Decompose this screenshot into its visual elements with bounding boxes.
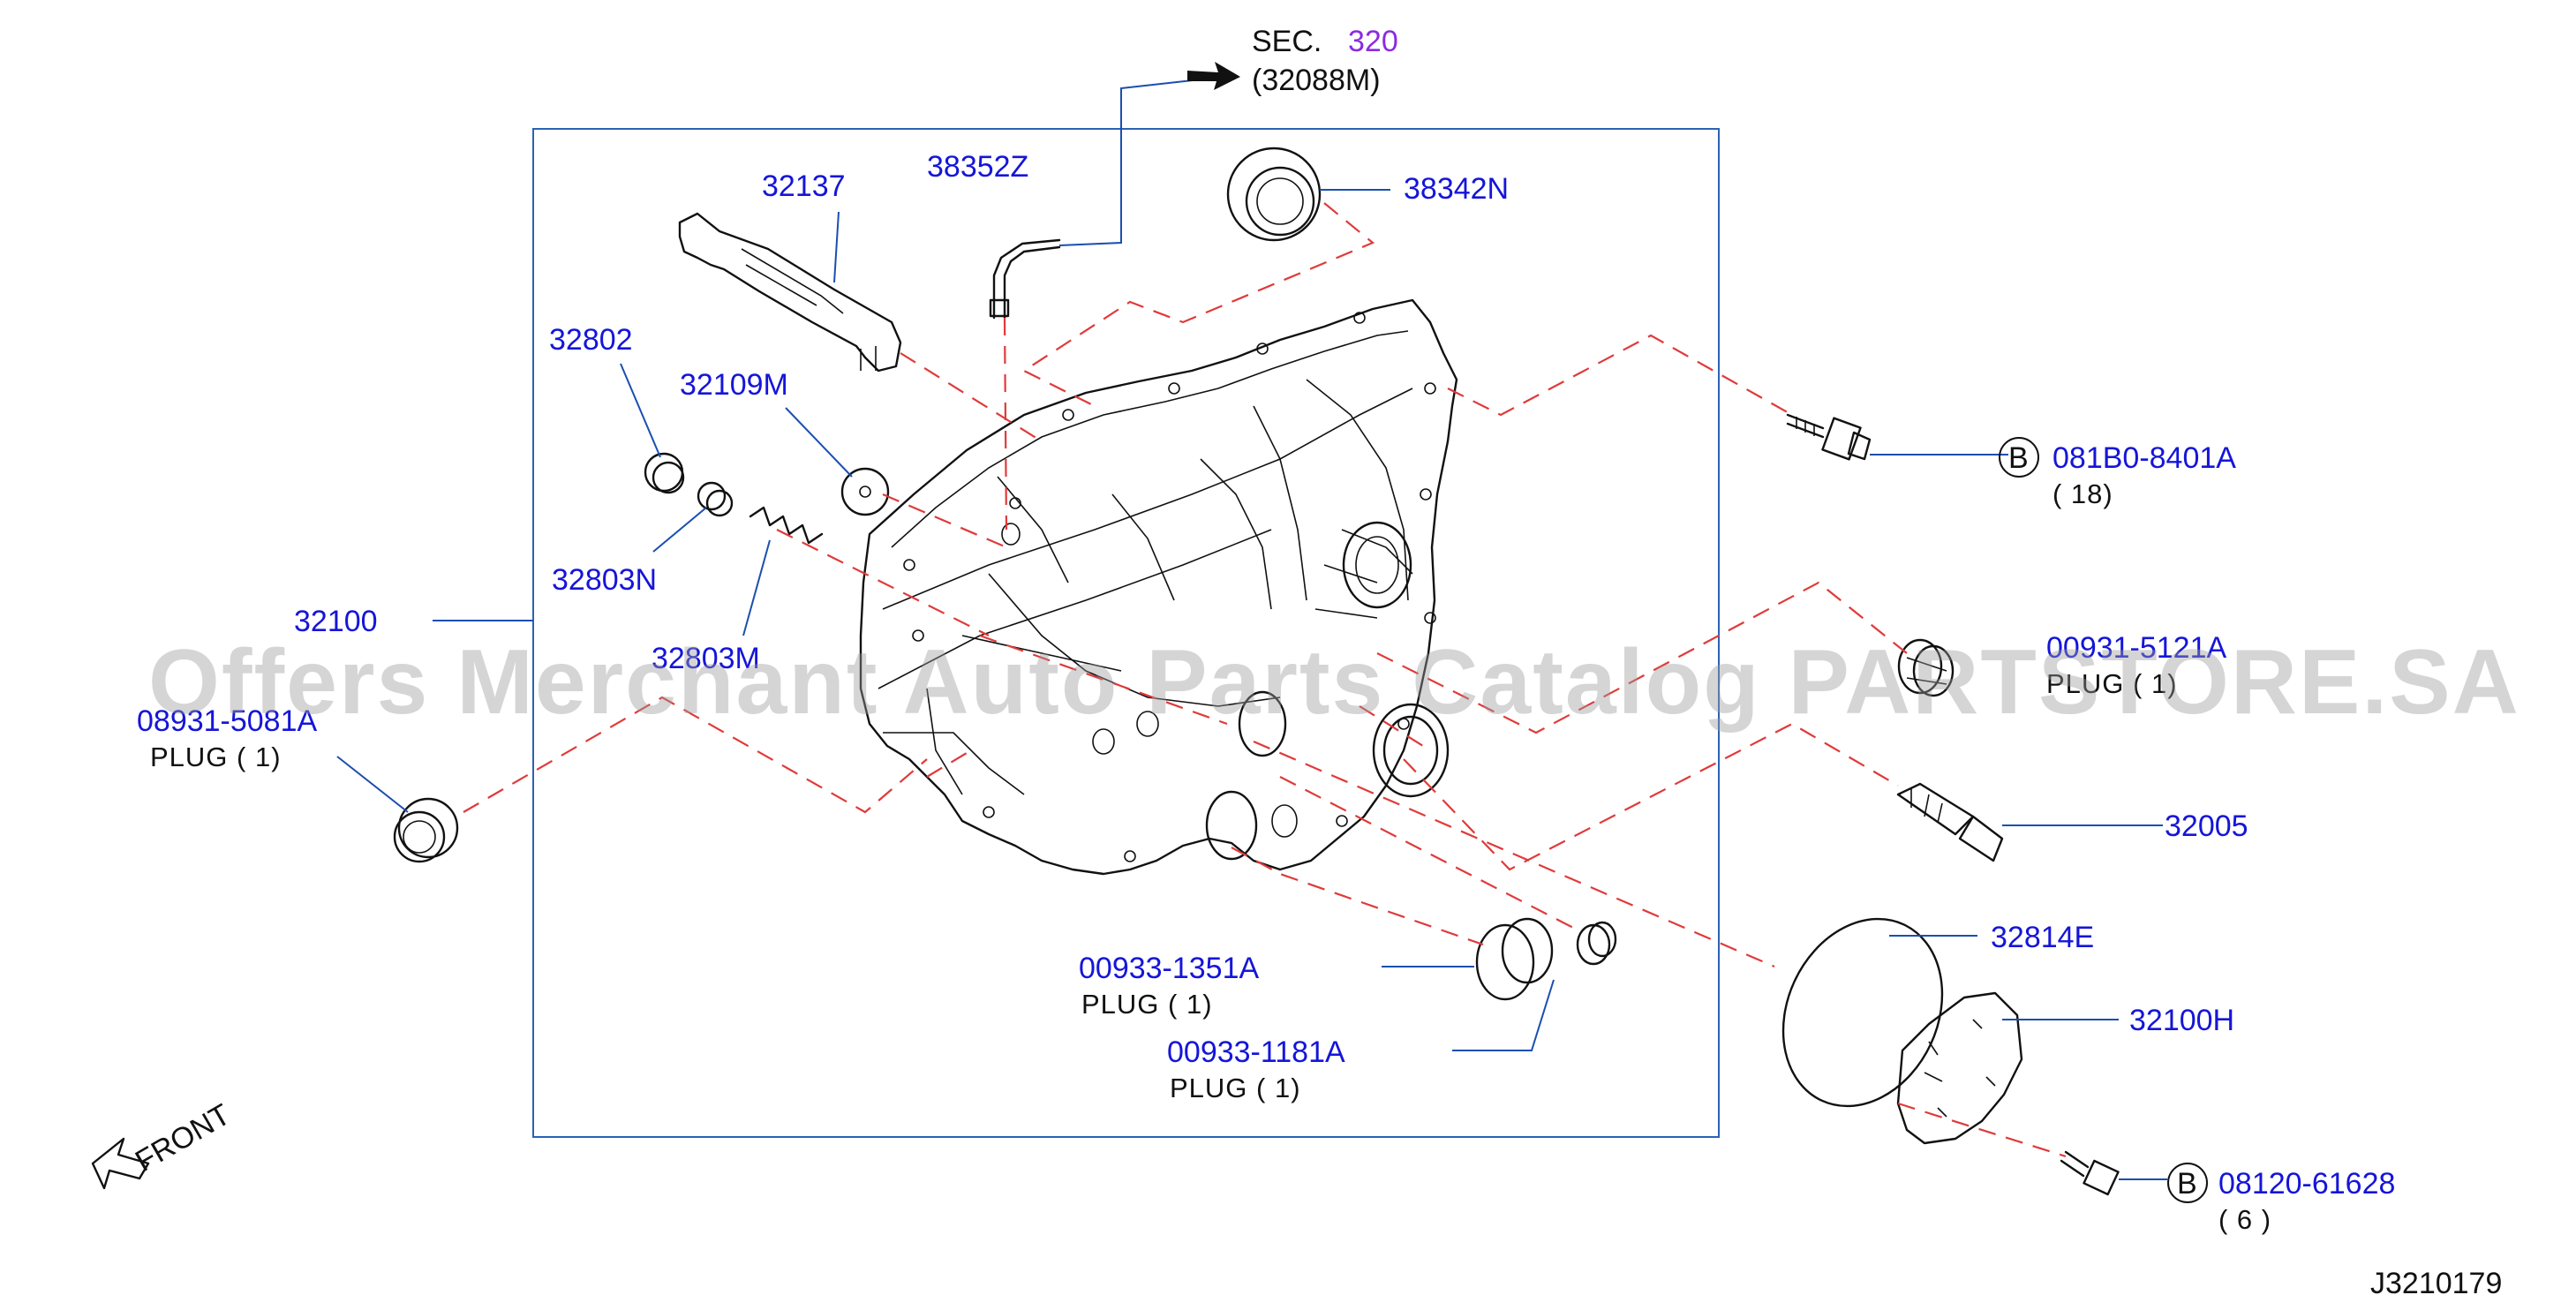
assembly-dashed-lines — [463, 202, 2067, 1158]
assembly-frame — [532, 128, 1720, 1138]
part-qty-08120-61628: ( 6 ) — [2218, 1204, 2271, 1235]
part-label-00933-1351A[interactable]: 00933-1351A — [1079, 952, 1260, 985]
shift-bracket-32137-drawing — [678, 212, 902, 373]
transaxle-case-drawing — [859, 298, 1458, 876]
part-desc-08931-5081A: PLUG ( 1) — [150, 742, 282, 772]
check-ball-32803N-drawing — [697, 481, 734, 517]
leader-lines — [336, 79, 2167, 1180]
breather-hose-38352Z-drawing — [989, 238, 1061, 320]
bolt-08120-61628-drawing — [2060, 1150, 2120, 1196]
front-label: FRONT — [130, 1097, 236, 1178]
badge-b-upper: B — [2008, 441, 2029, 475]
part-label-32802[interactable]: 32802 — [549, 323, 633, 357]
part-label-32814E[interactable]: 32814E — [1991, 921, 2094, 954]
part-label-32005[interactable]: 32005 — [2165, 809, 2248, 843]
bolt-081B0-8401A-drawing — [1786, 413, 1872, 461]
section-arrow — [1187, 62, 1240, 90]
part-label-32803M[interactable]: 32803M — [652, 642, 760, 675]
part-desc-00933-1351A: PLUG ( 1) — [1081, 989, 1213, 1020]
badge-circle-b-upper — [1999, 437, 2039, 478]
badge-b-lower: B — [2177, 1167, 2197, 1201]
check-spring-32803M-drawing — [749, 506, 824, 545]
plug-00931-5121A-drawing — [1897, 638, 1955, 697]
cover-32100H-drawing — [1896, 991, 2023, 1145]
part-label-32137[interactable]: 32137 — [762, 169, 846, 203]
bushing-32802-drawing — [644, 452, 685, 494]
part-label-08931-5081A[interactable]: 08931-5081A — [137, 704, 318, 738]
plug-00933-1351A-drawing — [1475, 917, 1554, 1001]
section-part: (32088M) — [1252, 64, 1381, 97]
part-label-32109M[interactable]: 32109M — [680, 368, 788, 402]
part-desc-00931-5121A: PLUG ( 1) — [2046, 668, 2178, 699]
gasket-32814E-drawing — [1781, 917, 1944, 1108]
part-label-081B0-8401A[interactable]: 081B0-8401A — [2053, 441, 2236, 475]
part-label-32100[interactable]: 32100 — [294, 605, 378, 638]
section-number[interactable]: 320 — [1348, 25, 1398, 58]
watermark: Offers Merchant Auto Parts Catalog PARTS… — [148, 631, 2520, 734]
badge-circle-b-lower — [2167, 1163, 2208, 1203]
section-prefix: SEC. — [1252, 25, 1322, 58]
sensor-32005-drawing — [1896, 782, 2004, 862]
part-label-08120-61628[interactable]: 08120-61628 — [2218, 1167, 2395, 1201]
part-label-00933-1181A[interactable]: 00933-1181A — [1167, 1035, 1345, 1069]
part-desc-00933-1181A: PLUG ( 1) — [1170, 1073, 1301, 1103]
oil-seal-38342N-drawing — [1226, 147, 1322, 242]
part-label-32803N[interactable]: 32803N — [552, 563, 657, 597]
front-arrow-icon — [91, 1137, 150, 1190]
part-label-38352Z[interactable]: 38352Z — [927, 150, 1028, 184]
part-label-32100H[interactable]: 32100H — [2129, 1004, 2234, 1037]
diagram-code: J3210179 — [2370, 1267, 2502, 1300]
part-qty-081B0-8401A: ( 18) — [2053, 478, 2113, 509]
part-label-38342N[interactable]: 38342N — [1404, 172, 1509, 206]
part-label-00931-5121A[interactable]: 00931-5121A — [2046, 631, 2227, 665]
plug-00933-1181A-drawing — [1576, 921, 1617, 966]
plug-32109M-drawing — [840, 467, 890, 516]
plug-08931-5081A-drawing — [393, 797, 459, 863]
